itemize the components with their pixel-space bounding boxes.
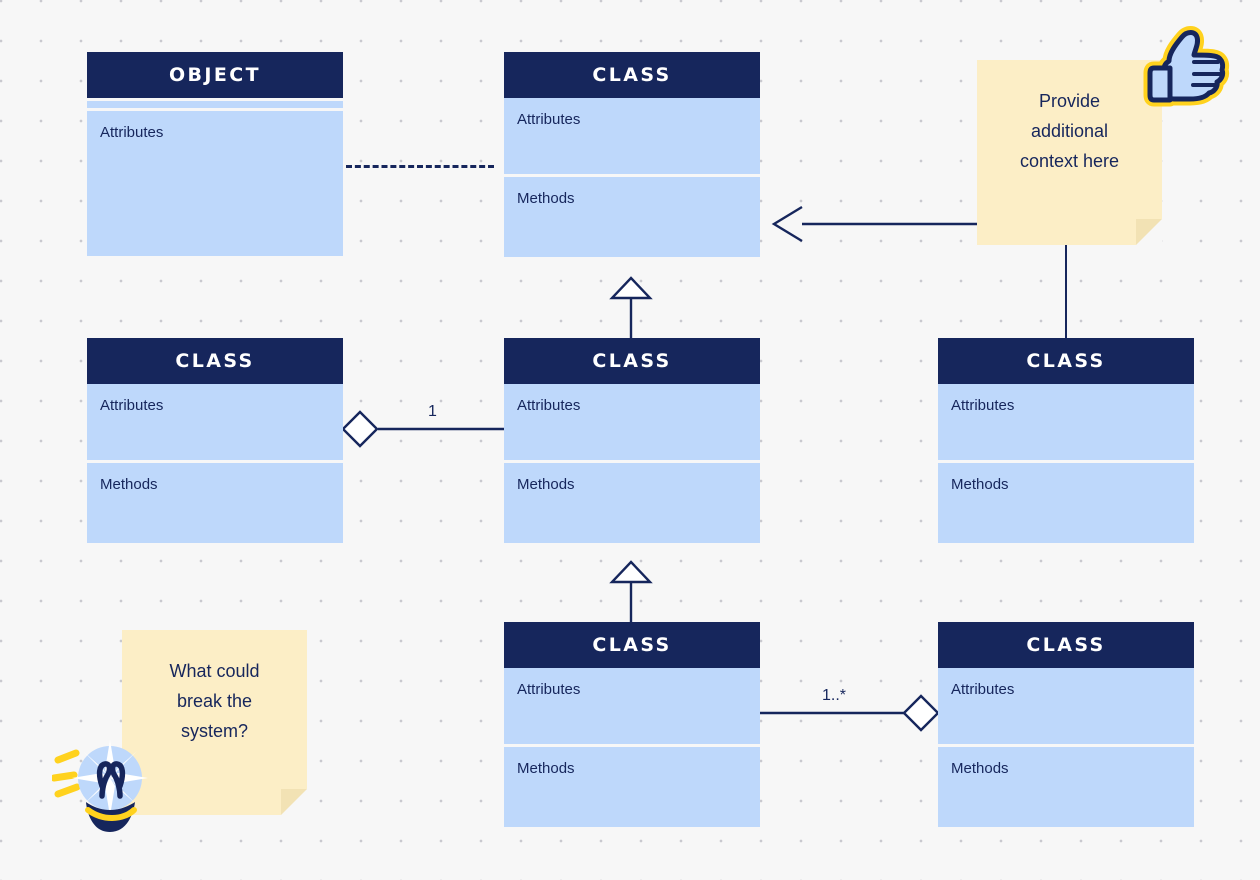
uml-section-methods: Methods bbox=[504, 177, 760, 257]
sticky-note-line: break the bbox=[176, 691, 253, 711]
sticky-note-line: system? bbox=[180, 721, 249, 741]
uml-section-attributes: Attributes bbox=[504, 384, 760, 460]
uml-box-strip bbox=[87, 101, 343, 108]
uml-section-attributes: Attributes bbox=[938, 668, 1194, 744]
uml-box-title: CLASS bbox=[504, 52, 760, 98]
uml-box-class-bottom-center[interactable]: CLASS Attributes Methods bbox=[504, 622, 760, 827]
uml-box-title: CLASS bbox=[504, 338, 760, 384]
sticky-note-fold bbox=[1136, 219, 1162, 245]
uml-section-attributes: Attributes bbox=[938, 384, 1194, 460]
uml-section-methods: Methods bbox=[938, 463, 1194, 543]
uml-section-attributes: Attributes bbox=[504, 98, 760, 174]
sticky-note-fold bbox=[281, 789, 307, 815]
uml-section-methods: Methods bbox=[87, 463, 343, 543]
uml-section-attributes: Attributes bbox=[87, 384, 343, 460]
sticky-note-bottom-left[interactable]: What could break the system? bbox=[122, 630, 307, 815]
multiplicity-label-mid: 1 bbox=[428, 403, 437, 420]
lightbulb-icon bbox=[52, 740, 148, 832]
connector-inheritance-lower[interactable] bbox=[605, 558, 657, 624]
connector-aggregation-bottom[interactable] bbox=[758, 692, 940, 734]
uml-section-attributes: Attributes bbox=[504, 668, 760, 744]
connector-realization-arrow[interactable] bbox=[770, 205, 980, 245]
uml-box-class-bottom-right[interactable]: CLASS Attributes Methods bbox=[938, 622, 1194, 827]
connector-dependency-dashed[interactable] bbox=[346, 165, 494, 168]
uml-box-class-top-center[interactable]: CLASS Attributes Methods bbox=[504, 52, 760, 257]
uml-section-methods: Methods bbox=[504, 463, 760, 543]
uml-section-attributes: Attributes bbox=[87, 111, 343, 256]
thumbs-up-icon bbox=[1143, 26, 1230, 107]
sticky-note-line: additional bbox=[1030, 121, 1109, 141]
uml-box-class-mid-center[interactable]: CLASS Attributes Methods bbox=[504, 338, 760, 543]
uml-box-title: CLASS bbox=[938, 338, 1194, 384]
connector-note-vertical[interactable] bbox=[1065, 240, 1067, 340]
uml-box-class-mid-right[interactable]: CLASS Attributes Methods bbox=[938, 338, 1194, 543]
sticky-note-line: Provide bbox=[1038, 91, 1101, 111]
uml-box-title: CLASS bbox=[87, 338, 343, 384]
sticky-note-text: Provide additional context here bbox=[977, 60, 1162, 176]
multiplicity-label-bottom: 1..* bbox=[822, 687, 847, 704]
uml-section-methods: Methods bbox=[938, 747, 1194, 827]
connector-aggregation-mid[interactable] bbox=[341, 408, 507, 450]
connector-inheritance-upper[interactable] bbox=[605, 274, 657, 340]
sticky-note-line: context here bbox=[1019, 151, 1120, 171]
uml-section-methods: Methods bbox=[504, 747, 760, 827]
sticky-note-line: What could bbox=[169, 661, 260, 681]
uml-box-title: OBJECT bbox=[87, 52, 343, 98]
uml-box-class-mid-left[interactable]: CLASS Attributes Methods bbox=[87, 338, 343, 543]
uml-box-title: CLASS bbox=[938, 622, 1194, 668]
sticky-note-text: What could break the system? bbox=[122, 630, 307, 746]
uml-box-object-top-left[interactable]: OBJECT Attributes bbox=[87, 52, 343, 256]
uml-box-title: CLASS bbox=[504, 622, 760, 668]
sticky-note-top-right[interactable]: Provide additional context here bbox=[977, 60, 1162, 245]
